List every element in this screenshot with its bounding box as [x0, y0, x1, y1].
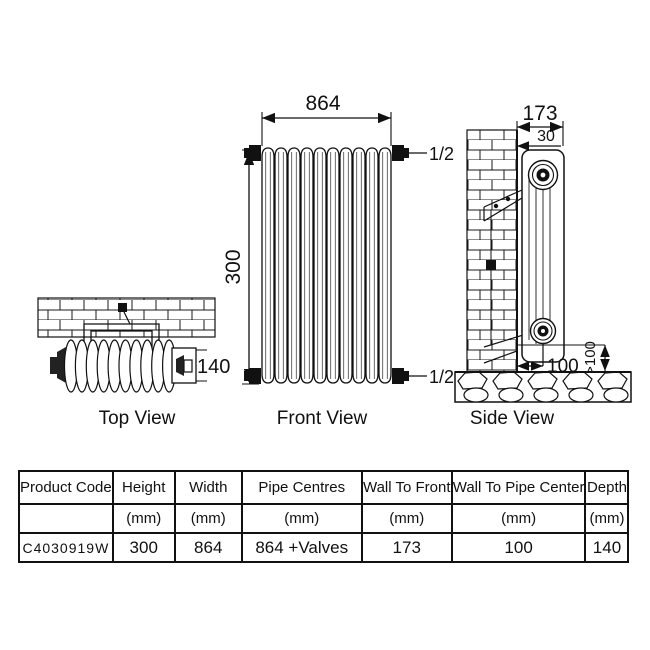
unit-depth: (mm) [584, 503, 630, 534]
front-width-dim-label: 864 [305, 92, 340, 115]
unit-wall-to-pipe-center: (mm) [450, 503, 587, 534]
unit-product-code [18, 503, 114, 534]
header-product-code: Product Code [18, 470, 114, 505]
header-width: Width [173, 470, 243, 505]
unit-width: (mm) [173, 503, 243, 534]
spec-header-row: Product Code Height Width Pipe Centres W… [18, 470, 630, 505]
top-depth-dim-label: 140 [197, 356, 230, 378]
spec-table: Product Code Height Width Pipe Centres W… [18, 470, 630, 563]
side-floor-clearance-dim-label: >100 [582, 341, 599, 375]
top-anchor-leader [123, 311, 131, 325]
front-bottom-connection-label: 1/2 [429, 367, 454, 387]
top-wall-anchor [118, 303, 127, 312]
value-product-code: C4030919W [18, 532, 114, 563]
front-height-extension-ticks [242, 149, 259, 385]
value-pipe-centres: 864 +Valves [240, 532, 363, 563]
top-depth-ticks [196, 349, 207, 382]
value-height: 300 [111, 532, 176, 563]
unit-wall-to-front: (mm) [360, 503, 453, 534]
spec-units-row: (mm) (mm) (mm) (mm) (mm) (mm) [18, 503, 630, 534]
front-view-caption: Front View [276, 408, 368, 429]
side-top-bracket [483, 189, 523, 222]
header-wall-to-pipe-center: Wall To Pipe Center [450, 470, 587, 505]
diagram-canvas: 864 300 1/2 [37, 92, 632, 403]
value-depth: 140 [584, 532, 630, 563]
side-wall-to-front-dim-label: 173 [522, 102, 557, 125]
side-bottom-valve [529, 317, 557, 345]
side-top-valve [527, 159, 559, 191]
header-wall-to-front: Wall To Front [360, 470, 453, 505]
unit-pipe-centres: (mm) [240, 503, 363, 534]
top-view-drawing: 140 [37, 297, 230, 393]
top-left-end-plug [50, 347, 66, 383]
top-radiator-sections [63, 339, 177, 393]
side-column-lines [528, 166, 551, 344]
header-height: Height [111, 470, 176, 505]
side-bracket-bolt [493, 203, 499, 209]
value-wall-to-pipe-center: 100 [450, 532, 587, 563]
unit-height: (mm) [111, 503, 176, 534]
front-radiator-columns [261, 147, 392, 384]
side-wall-gap-dim-label: 30 [537, 128, 555, 145]
side-view-caption: Side View [469, 408, 555, 429]
front-height-dim-label: 300 [222, 249, 245, 284]
top-view-caption: Top View [98, 408, 176, 429]
side-wall-brickwork [466, 129, 518, 373]
top-valve-cap [183, 359, 193, 373]
side-bracket-bolt [505, 196, 511, 202]
spec-data-row: C4030919W 300 864 864 +Valves 173 100 14… [18, 532, 630, 563]
header-depth: Depth [584, 470, 630, 505]
header-pipe-centres: Pipe Centres [240, 470, 363, 505]
front-width-extension-lines [261, 112, 392, 146]
top-valve-plug [176, 355, 184, 376]
side-view-drawing: 173 30 100 >100 [454, 102, 632, 403]
front-view-drawing: 864 300 1/2 [222, 92, 454, 387]
value-width: 864 [173, 532, 243, 563]
front-top-connection-label: 1/2 [429, 144, 454, 164]
value-wall-to-front: 173 [360, 532, 453, 563]
side-wall-anchor [486, 260, 496, 270]
